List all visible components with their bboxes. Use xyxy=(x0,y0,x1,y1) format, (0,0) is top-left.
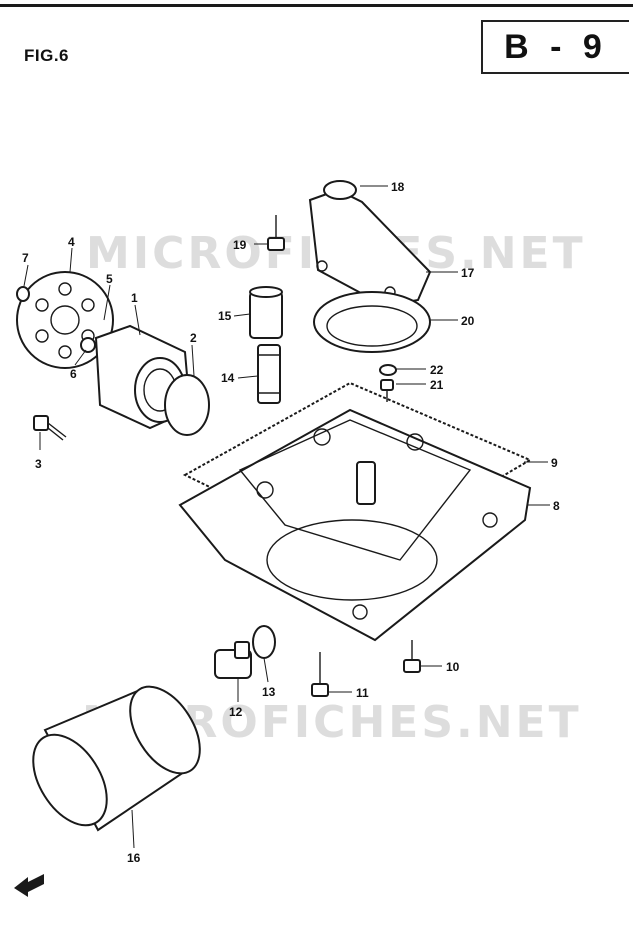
callout-16: 16 xyxy=(127,851,141,865)
callout-20: 20 xyxy=(461,314,475,328)
drain-bolt-small xyxy=(380,379,394,402)
callout-10: 10 xyxy=(446,660,460,674)
pan-bolt-short xyxy=(403,640,421,673)
figure-label: FIG.6 xyxy=(24,46,70,65)
callout-6: 6 xyxy=(70,367,77,381)
strainer-o-ring xyxy=(323,180,357,200)
callout-3: 3 xyxy=(35,457,42,471)
callout-8: 8 xyxy=(553,499,560,513)
callout-19: 19 xyxy=(233,238,247,252)
washer xyxy=(80,337,96,353)
strainer-bolt xyxy=(267,215,285,251)
callout-9: 9 xyxy=(551,456,558,470)
callout-22: 22 xyxy=(430,363,444,377)
pump-o-ring xyxy=(164,374,210,436)
callout-21: 21 xyxy=(430,378,444,392)
oil-pan xyxy=(178,408,532,642)
callout-18: 18 xyxy=(391,180,405,194)
leader-lines xyxy=(23,185,550,849)
callout-14: 14 xyxy=(221,371,235,385)
oil-strainer-cover xyxy=(308,188,432,308)
callout-2: 2 xyxy=(190,331,197,345)
drain-plug-gasket xyxy=(252,625,276,659)
callout-numbers: 1 2 3 4 5 6 7 8 9 10 11 12 13 14 15 16 1… xyxy=(22,180,560,865)
oil-filter xyxy=(32,685,201,832)
pan-bolt-long xyxy=(311,652,329,697)
front-arrow-icon xyxy=(14,874,44,897)
top-rule xyxy=(0,4,633,7)
page-code-box: B - 9 xyxy=(481,20,629,74)
circlip xyxy=(16,286,30,302)
callout-15: 15 xyxy=(218,309,232,323)
callout-1: 1 xyxy=(131,291,138,305)
callout-5: 5 xyxy=(106,272,113,286)
callout-4: 4 xyxy=(68,235,75,249)
pump-bolt xyxy=(33,415,67,441)
drain-plug xyxy=(214,641,252,679)
callout-13: 13 xyxy=(262,685,276,699)
oil-pipe xyxy=(257,344,281,404)
oil-strainer xyxy=(313,291,431,353)
sleeve xyxy=(249,286,283,339)
callout-7: 7 xyxy=(22,251,29,265)
callout-11: 11 xyxy=(356,686,369,700)
gasket-washer xyxy=(379,364,397,376)
callout-17: 17 xyxy=(461,266,475,280)
callout-12: 12 xyxy=(229,705,243,719)
